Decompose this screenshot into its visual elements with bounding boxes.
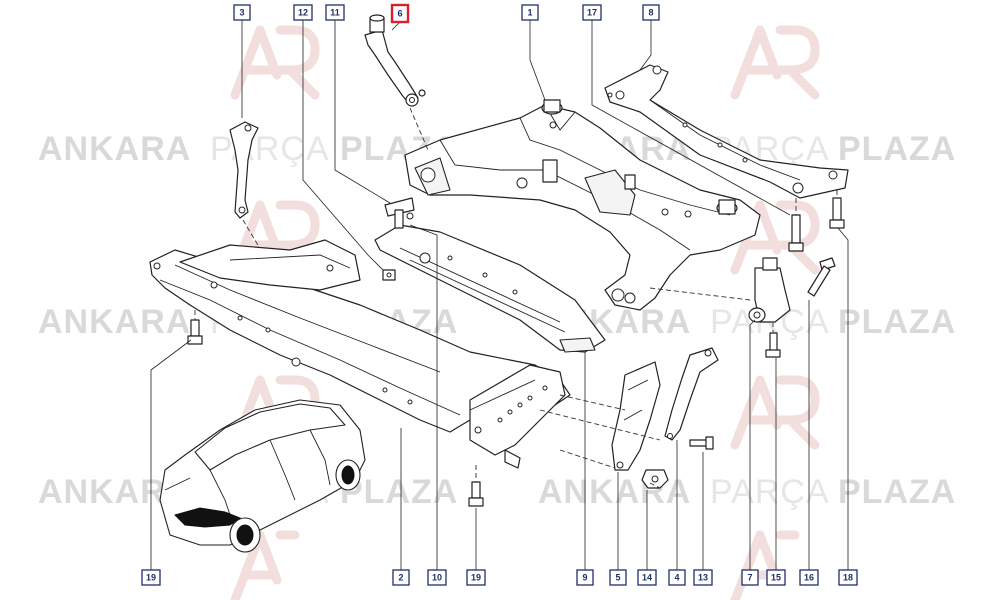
part-9-plate[interactable] xyxy=(374,224,606,353)
svg-text:2: 2 xyxy=(398,573,403,583)
watermark-logo xyxy=(730,25,820,100)
svg-text:12: 12 xyxy=(298,8,308,18)
callout-5[interactable]: 5 xyxy=(609,569,627,586)
svg-text:5: 5 xyxy=(615,573,620,583)
watermark-word-ankara: ANKARA xyxy=(38,130,191,168)
callouts: 1 6 3 12 11 17 8 19 2 10 19 9 5 14 4 13 … xyxy=(141,3,858,586)
svg-text:6: 6 xyxy=(397,9,402,19)
car-thumbnail xyxy=(159,399,366,553)
callout-14[interactable]: 14 xyxy=(637,569,657,586)
svg-text:15: 15 xyxy=(771,573,781,583)
callout-7[interactable]: 7 xyxy=(741,569,759,586)
part-10-stud[interactable] xyxy=(384,197,415,229)
callout-17[interactable]: 17 xyxy=(582,4,602,21)
callout-9[interactable]: 9 xyxy=(576,569,594,586)
part-16-bolt[interactable] xyxy=(807,257,836,297)
svg-text:1: 1 xyxy=(527,8,532,18)
callout-4[interactable]: 4 xyxy=(668,569,686,586)
callout-15[interactable]: 15 xyxy=(766,569,786,586)
svg-text:14: 14 xyxy=(642,573,652,583)
callout-3[interactable]: 3 xyxy=(233,4,251,21)
callout-1[interactable]: 1 xyxy=(521,4,539,21)
part-18-bolt[interactable] xyxy=(829,190,845,229)
part-5-shield[interactable] xyxy=(611,361,661,471)
watermark-word-plaza: PLAZA xyxy=(838,473,956,511)
svg-text:13: 13 xyxy=(698,573,708,583)
part-4-bracket[interactable] xyxy=(664,347,719,441)
watermark-word-plaza: PLAZA xyxy=(838,303,956,341)
watermark-word-ankara: ANKARA xyxy=(38,303,191,341)
part-2-crossmember[interactable] xyxy=(149,239,571,469)
callout-6[interactable]: 6 xyxy=(390,3,410,24)
part-15-bolt[interactable] xyxy=(765,322,781,358)
watermark-logo xyxy=(730,530,800,600)
callout-18[interactable]: 18 xyxy=(838,569,858,586)
svg-text:8: 8 xyxy=(648,8,653,18)
callout-11[interactable]: 11 xyxy=(325,4,345,21)
callout-19-center[interactable]: 19 xyxy=(466,569,486,586)
watermark-word-ankara: ANKARA xyxy=(538,473,691,511)
svg-text:11: 11 xyxy=(330,8,340,18)
part-13-bolt[interactable] xyxy=(689,436,714,450)
part-19-bolt-center[interactable] xyxy=(468,465,484,507)
part-12-nut[interactable] xyxy=(382,269,396,281)
svg-text:9: 9 xyxy=(582,573,587,583)
watermark-word-parca: PARÇA xyxy=(210,130,330,168)
callout-12[interactable]: 12 xyxy=(293,4,313,21)
svg-text:10: 10 xyxy=(432,573,442,583)
watermark-logo xyxy=(730,200,820,275)
callout-2[interactable]: 2 xyxy=(392,569,410,586)
part-6-link-rod[interactable] xyxy=(364,14,429,151)
callout-16[interactable]: 16 xyxy=(799,569,819,586)
svg-text:16: 16 xyxy=(804,573,814,583)
assembly-guides xyxy=(194,310,661,489)
svg-text:7: 7 xyxy=(747,573,752,583)
svg-text:17: 17 xyxy=(587,8,597,18)
svg-text:18: 18 xyxy=(843,573,853,583)
watermark-word-plaza: PLAZA xyxy=(838,130,956,168)
svg-text:19: 19 xyxy=(146,573,156,583)
callout-19-left[interactable]: 19 xyxy=(141,569,161,586)
leader-lines xyxy=(150,20,849,570)
part-8-tie-bar[interactable] xyxy=(604,64,849,199)
watermark-logo xyxy=(730,375,820,450)
svg-text:4: 4 xyxy=(674,573,679,583)
callout-10[interactable]: 10 xyxy=(427,569,447,586)
callout-8[interactable]: 8 xyxy=(642,4,660,21)
watermark-word-parca: PARÇA xyxy=(710,473,830,511)
part-17-bolt[interactable] xyxy=(788,198,804,252)
svg-text:19: 19 xyxy=(471,573,481,583)
part-1-subframe[interactable] xyxy=(404,99,761,311)
watermark-logo xyxy=(230,25,320,100)
part-7-bracket[interactable] xyxy=(649,257,791,323)
callout-13[interactable]: 13 xyxy=(693,569,713,586)
svg-text:3: 3 xyxy=(239,8,244,18)
